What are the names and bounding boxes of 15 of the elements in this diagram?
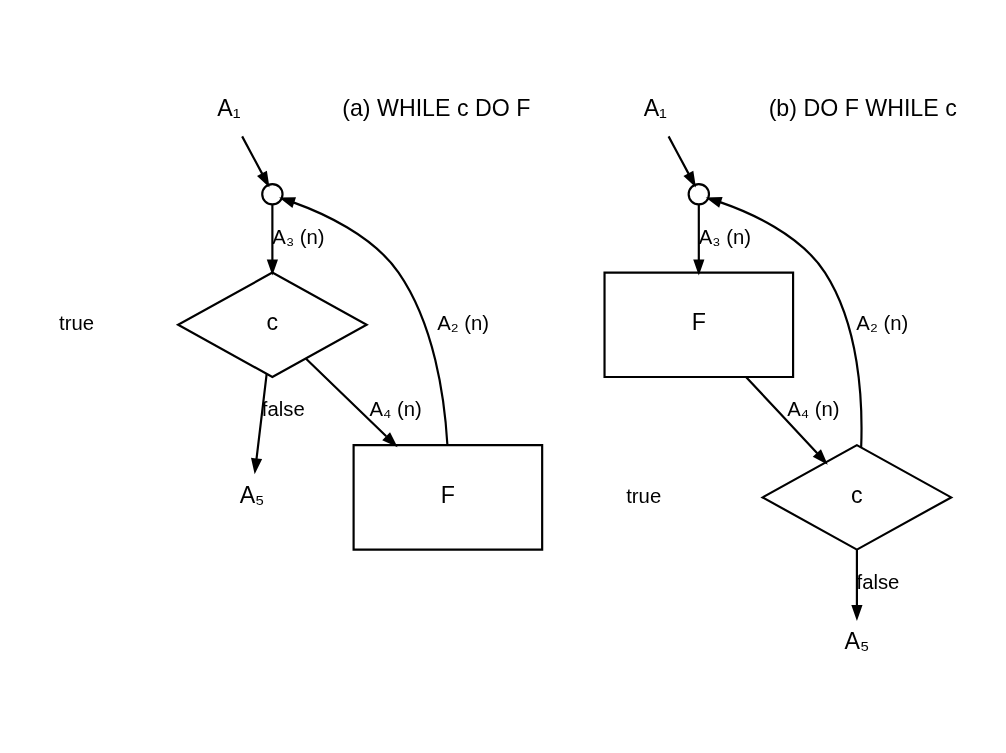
label: true	[626, 484, 662, 507]
edge-label: A₂ (n)	[856, 311, 909, 334]
edge-label: A₃ (n)	[272, 225, 325, 248]
label: true	[59, 311, 95, 334]
edge-label: A₄ (n)	[787, 397, 840, 420]
node-text: A₁	[217, 94, 241, 121]
edge-label: A₄ (n)	[369, 397, 422, 420]
edge-label: false	[856, 570, 900, 593]
node-text: A₁	[643, 94, 667, 121]
node-text: A₅	[844, 627, 870, 654]
edge-label: false	[261, 397, 305, 420]
label: (a) WHILE c DO F	[342, 94, 531, 121]
node-text: A₅	[239, 481, 265, 508]
label: (b) DO F WHILE c	[768, 94, 957, 121]
edge-label: A₂ (n)	[437, 311, 490, 334]
